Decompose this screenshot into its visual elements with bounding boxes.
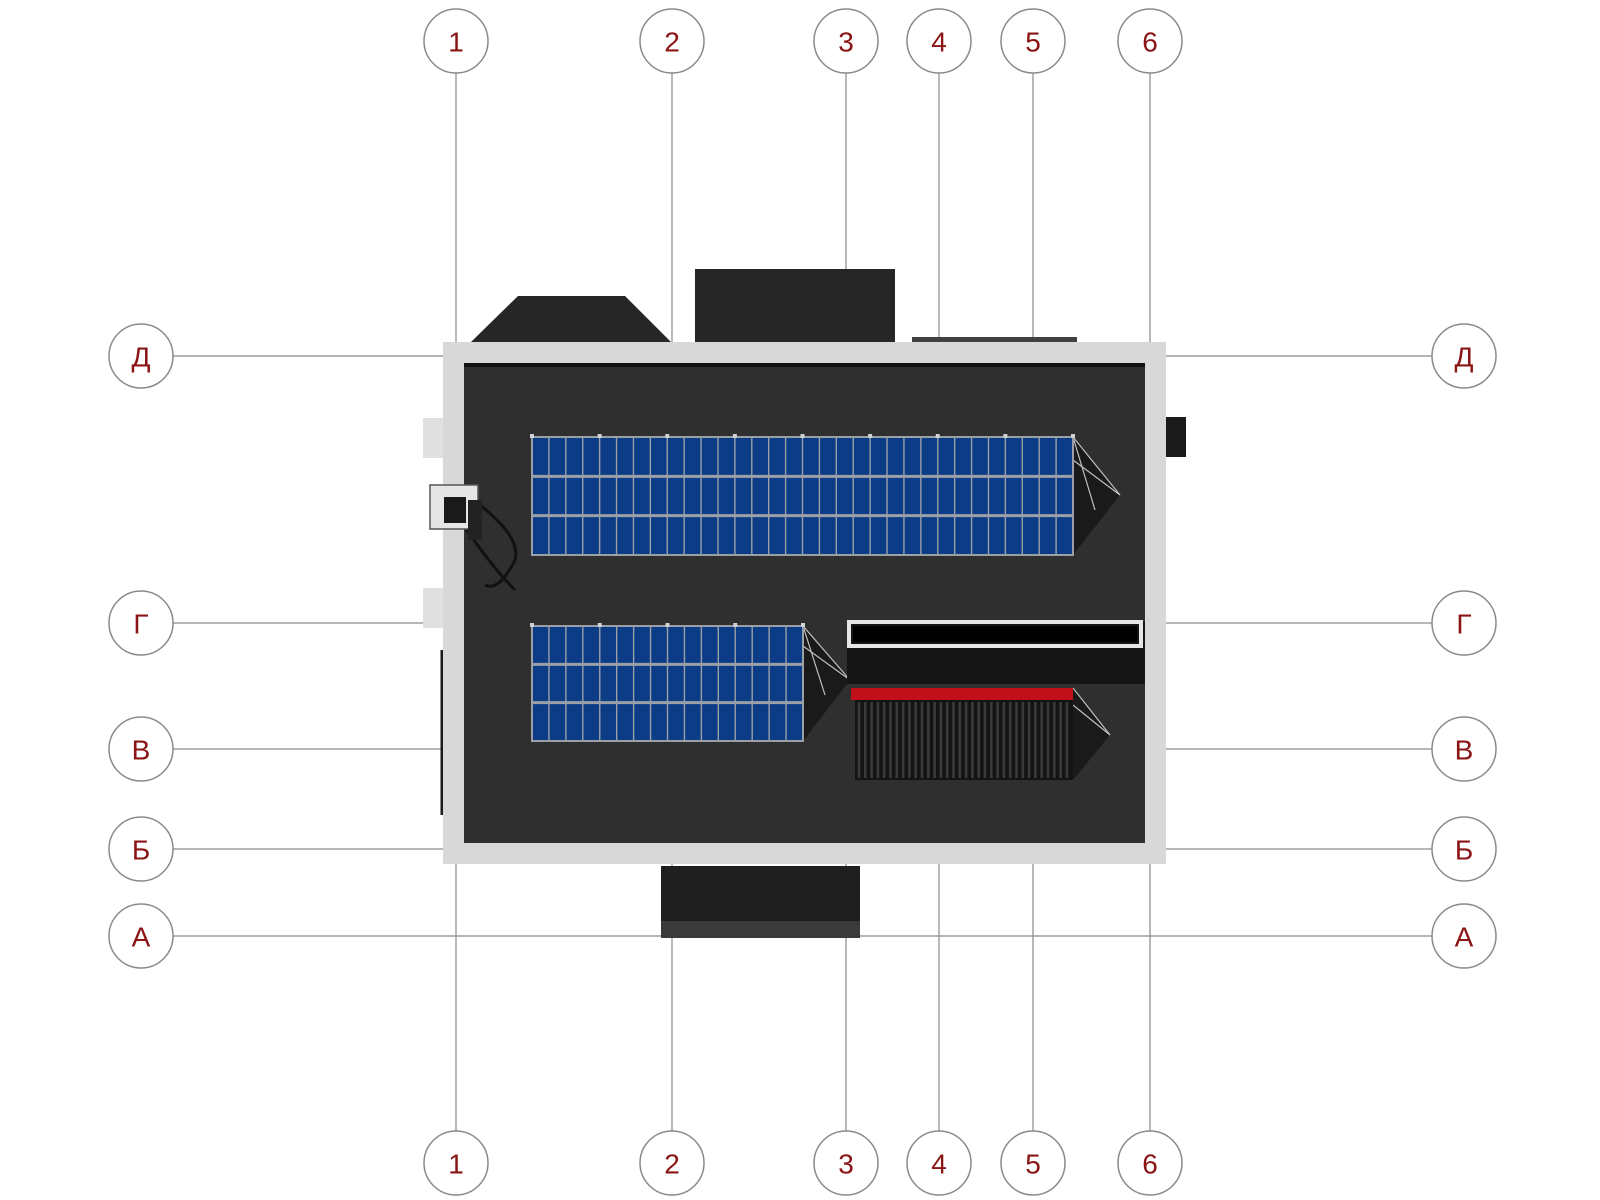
axis-bubble-bottom-2-circle (639, 1130, 705, 1196)
axis-bubble-top-4: 4 (906, 8, 972, 74)
axis-bubble-right-1-text: Д (1455, 342, 1474, 373)
axis-bubble-bottom-5-text: 5 (1025, 1149, 1041, 1180)
axis-bubble-left-5-circle (108, 903, 174, 969)
axis-bubble-bottom-4-circle (906, 1130, 972, 1196)
axis-bubble-bottom-4-text: 4 (931, 1149, 947, 1180)
hvac-unit (429, 484, 518, 592)
axis-bubble-bottom-1: 1 (423, 1130, 489, 1196)
axis-bubble-bottom-5: 5 (1000, 1130, 1066, 1196)
axis-bubble-top-3-circle (813, 8, 879, 74)
axis-bubble-left-5-text: А (132, 922, 151, 953)
axis-bubble-right-2-circle (1431, 590, 1497, 656)
collector-tubes (857, 702, 1069, 778)
axis-bubble-left-1-text: Д (132, 342, 151, 373)
axis-bubble-right-2-text: Г (1456, 609, 1471, 640)
axis-bubble-top-5-circle (1000, 8, 1066, 74)
solar-panel-array-large (530, 434, 1121, 556)
annex-north-west (471, 296, 671, 342)
axis-bubble-top-6-circle (1117, 8, 1183, 74)
array-support-large (1072, 436, 1121, 511)
axis-bubble-bottom-2: 2 (639, 1130, 705, 1196)
axis-bubble-right-3: В (1431, 716, 1497, 782)
axis-bubble-top-1-text: 1 (448, 27, 464, 58)
axis-bubble-left-2-text: Г (133, 609, 148, 640)
axis-bubble-top-4-circle (906, 8, 972, 74)
axis-bubble-top-6: 6 (1117, 8, 1183, 74)
axis-bubble-bottom-3-circle (813, 1130, 879, 1196)
axis-bubble-right-1: Д (1431, 323, 1497, 389)
axis-bubble-top-1: 1 (423, 8, 489, 74)
axis-bubble-bottom-2-text: 2 (664, 1149, 680, 1180)
axis-bubble-top-1-circle (423, 8, 489, 74)
axis-bubble-top-2-circle (639, 8, 705, 74)
axis-bubble-left-4: Б (108, 816, 174, 882)
axis-bubble-top-2-text: 2 (664, 27, 680, 58)
axis-bubble-right-4: Б (1431, 816, 1497, 882)
vent-west-2 (423, 588, 443, 628)
chimney-east (1166, 417, 1186, 457)
axis-bubble-left-3: В (108, 716, 174, 782)
axis-bubble-bottom-6: 6 (1117, 1130, 1183, 1196)
axis-bubble-bottom-3-text: 3 (838, 1149, 854, 1180)
axis-bubble-bottom-5-circle (1000, 1130, 1066, 1196)
axis-bubble-top-6-text: 6 (1142, 27, 1158, 58)
axis-bubble-top-5-text: 5 (1025, 27, 1041, 58)
annex-north (695, 269, 895, 342)
axis-bubble-right-2: Г (1431, 590, 1497, 656)
axis-bubble-left-2: Г (108, 590, 174, 656)
axis-bubble-bottom-1-text: 1 (448, 1149, 464, 1180)
panel-grid-large (530, 434, 1075, 555)
skylight (847, 620, 1145, 684)
collector-header (851, 688, 1073, 700)
roof-inner-edge (464, 363, 1145, 367)
axis-bubble-right-3-circle (1431, 716, 1497, 782)
solar-collector (851, 687, 1111, 780)
axis-bubble-right-5: А (1431, 903, 1497, 969)
axis-bubble-left-3-circle (108, 716, 174, 782)
axis-bubble-left-4-text: Б (132, 835, 150, 866)
ledge-north (912, 337, 1077, 342)
solar-panel-array-small (530, 623, 851, 742)
axis-bubble-bottom-4: 4 (906, 1130, 972, 1196)
axis-bubble-right-5-text: А (1455, 922, 1474, 953)
axis-bubble-right-4-circle (1431, 816, 1497, 882)
axis-bubble-right-5-circle (1431, 903, 1497, 969)
panel-grid-small (530, 623, 805, 741)
axis-bubble-bottom-3: 3 (813, 1130, 879, 1196)
axis-bubble-bottom-6-circle (1117, 1130, 1183, 1196)
building (423, 269, 1186, 938)
axis-bubble-top-2: 2 (639, 8, 705, 74)
axis-bubble-top-5: 5 (1000, 8, 1066, 74)
axis-bubble-bottom-1-circle (423, 1130, 489, 1196)
axis-bubble-left-1: Д (108, 323, 174, 389)
axis-bubble-left-3-text: В (132, 735, 151, 766)
vent-west-1 (423, 418, 443, 458)
axis-bubble-top-4-text: 4 (931, 27, 947, 58)
axis-bubble-left-4-circle (108, 816, 174, 882)
axis-bubble-left-1-circle (108, 323, 174, 389)
axis-bubble-top-3-text: 3 (838, 27, 854, 58)
axis-bubble-left-2-circle (108, 590, 174, 656)
porch-step (661, 921, 860, 938)
axis-bubble-right-1-circle (1431, 323, 1497, 389)
axis-bubble-bottom-6-text: 6 (1142, 1149, 1158, 1180)
axis-bubble-top-3: 3 (813, 8, 879, 74)
axis-bubble-left-5: А (108, 903, 174, 969)
array-support-small (802, 625, 851, 696)
axis-bubble-right-3-text: В (1455, 735, 1474, 766)
axis-bubble-right-4-text: Б (1455, 835, 1473, 866)
